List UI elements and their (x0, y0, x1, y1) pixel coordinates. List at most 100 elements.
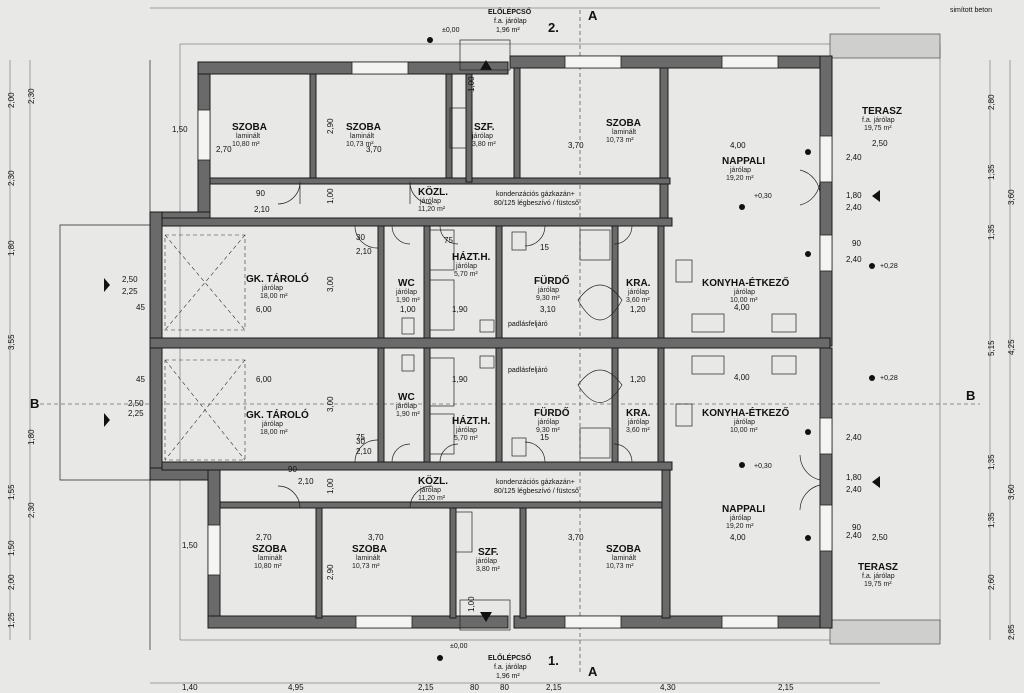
svg-text:laminált: laminált (356, 555, 380, 562)
rooms-upper: SZOBA laminált 10,80 m² SZOBA laminált 1… (232, 106, 902, 304)
svg-text:laminált: laminált (236, 133, 260, 140)
section-a-top: A (588, 8, 598, 23)
svg-text:KRA.: KRA. (626, 408, 651, 419)
svg-text:KÖZL.: KÖZL. (418, 474, 448, 487)
svg-text:1,50: 1,50 (172, 125, 188, 134)
room-szf-lower: SZF. járólap 3,80 m² (475, 547, 500, 573)
svg-text:1,00: 1,00 (326, 478, 335, 494)
svg-text:járólap: járólap (475, 558, 497, 565)
svg-text:SZOBA: SZOBA (352, 544, 387, 555)
svg-text:3,00: 3,00 (326, 396, 335, 412)
svg-text:15: 15 (540, 433, 549, 442)
svg-text:f.a. járólap: f.a. járólap (862, 573, 895, 580)
dims-inner: 2,70 3,70 3,70 4,00 2,50 6,00 1,20 3,10 … (122, 76, 888, 612)
svg-text:2,40: 2,40 (846, 203, 862, 212)
entrance-top-name: ELŐLÉPCSŐ (488, 7, 532, 16)
svg-text:10,73 m²: 10,73 m² (606, 563, 634, 570)
svg-text:1,80: 1,80 (846, 473, 862, 482)
attic-note-upper: padlásfeljáró (508, 321, 548, 328)
svg-text:9,30 m²: 9,30 m² (536, 427, 560, 434)
svg-text:laminált: laminált (350, 133, 374, 140)
svg-text:3,70: 3,70 (368, 533, 384, 542)
room-szf: SZF. járólap 3,80 m² (471, 122, 496, 148)
svg-text:5,70 m²: 5,70 m² (454, 271, 478, 278)
svg-text:2,50: 2,50 (872, 139, 888, 148)
svg-text:80: 80 (470, 683, 479, 692)
svg-text:1,90: 1,90 (452, 305, 468, 314)
svg-text:90: 90 (288, 465, 297, 474)
svg-text:3,55: 3,55 (7, 334, 16, 350)
svg-text:1,00: 1,00 (467, 76, 476, 92)
roof-outline (59, 60, 246, 650)
svg-text:SZOBA: SZOBA (346, 122, 381, 133)
svg-text:5,15: 5,15 (987, 340, 996, 356)
room-szoba-1-lower: SZOBA laminált 10,80 m² (252, 544, 287, 570)
svg-text:laminált: laminált (258, 555, 282, 562)
svg-text:10,73 m²: 10,73 m² (346, 141, 374, 148)
room-wc-lower: WC járólap 1,90 m² (395, 392, 420, 418)
room-kozl-lower: KÖZL. járólap 11,20 m² (418, 474, 448, 502)
svg-text:járólap: járólap (627, 419, 649, 426)
svg-text:90: 90 (852, 523, 861, 532)
svg-text:1,80: 1,80 (846, 191, 862, 200)
room-konyha: KONYHA-ÉTKEZŐ járólap 10,00 m² (702, 276, 789, 304)
svg-text:10,80 m²: 10,80 m² (232, 141, 260, 148)
room-furdo: FÜRDŐ járólap 9,30 m² (534, 274, 570, 302)
svg-text:laminált: laminált (612, 129, 636, 136)
boiler-note-lower: kondenzációs gázkazán+ (496, 479, 575, 486)
svg-text:6,00: 6,00 (256, 305, 272, 314)
svg-text:4,95: 4,95 (288, 683, 304, 692)
entrance-top-level: ±0,00 (442, 27, 460, 34)
svg-text:3,10: 3,10 (540, 305, 556, 314)
svg-text:10,80 m²: 10,80 m² (254, 563, 282, 570)
svg-text:KÖZL.: KÖZL. (418, 185, 448, 198)
svg-text:GK. TÁROLÓ: GK. TÁROLÓ (246, 272, 309, 285)
svg-text:1,00: 1,00 (467, 596, 476, 612)
section-marks: 2. 1. A A B B (30, 8, 975, 679)
svg-text:6,00: 6,00 (256, 375, 272, 384)
svg-text:1,00: 1,00 (400, 305, 416, 314)
svg-text:1,20: 1,20 (630, 375, 646, 384)
svg-text:18,00 m²: 18,00 m² (260, 429, 288, 436)
entrance-top-floor: f.a. járólap (494, 18, 527, 25)
svg-text:járólap: járólap (537, 419, 559, 426)
svg-text:2,40: 2,40 (846, 433, 862, 442)
svg-text:19,20 m²: 19,20 m² (726, 175, 754, 182)
flue-note-lower: 80/125 légbeszívó / füstcső (494, 488, 579, 495)
svg-text:járólap: járólap (395, 289, 417, 296)
fixtures (401, 107, 797, 553)
svg-text:3,80 m²: 3,80 m² (476, 566, 500, 573)
svg-text:TERASZ: TERASZ (858, 562, 898, 573)
svg-text:SZOBA: SZOBA (606, 118, 641, 129)
svg-text:3,70: 3,70 (568, 533, 584, 542)
svg-text:SZOBA: SZOBA (606, 544, 641, 555)
section-b-left: B (30, 396, 39, 411)
room-wc: WC járólap 1,90 m² (395, 278, 420, 304)
svg-text:FÜRDŐ: FÜRDŐ (534, 274, 570, 287)
svg-text:90: 90 (256, 189, 265, 198)
level-note-lower: +0,30 (754, 463, 772, 470)
svg-text:19,20 m²: 19,20 m² (726, 523, 754, 530)
svg-text:2,70: 2,70 (256, 533, 272, 542)
svg-text:WC: WC (398, 278, 415, 289)
svg-text:30: 30 (356, 437, 365, 446)
svg-text:TERASZ: TERASZ (862, 106, 902, 117)
room-kra-lower: KRA. járólap 3,60 m² (626, 408, 651, 434)
entrance-arrows (459, 39, 511, 631)
svg-text:2,50: 2,50 (122, 275, 138, 284)
flue-note-upper: 80/125 légbeszívó / füstcső (494, 200, 579, 207)
dims-right: 2,80 1,35 1,35 3,60 5,15 4,25 1,35 1,35 … (987, 94, 1016, 640)
svg-text:HÁZT.H.: HÁZT.H. (452, 250, 491, 263)
svg-text:11,20 m²: 11,20 m² (418, 495, 446, 502)
rooms-lower: GK. TÁROLÓ járólap 18,00 m² WC járólap 1… (246, 392, 898, 588)
svg-text:4,30: 4,30 (660, 683, 676, 692)
room-hazt-lower: HÁZT.H. járólap 5,70 m² (452, 414, 491, 442)
svg-text:KONYHA-ÉTKEZŐ: KONYHA-ÉTKEZŐ (702, 406, 789, 419)
level2-note-upper: +0,28 (880, 263, 898, 270)
svg-text:GK. TÁROLÓ: GK. TÁROLÓ (246, 408, 309, 421)
svg-text:2,85: 2,85 (1007, 624, 1016, 640)
room-szoba-3-lower: SZOBA laminált 10,73 m² (606, 544, 641, 570)
room-szoba-2: SZOBA laminált 10,73 m² (346, 122, 381, 148)
svg-text:járólap: járólap (733, 289, 755, 296)
svg-text:1,00: 1,00 (326, 188, 335, 204)
